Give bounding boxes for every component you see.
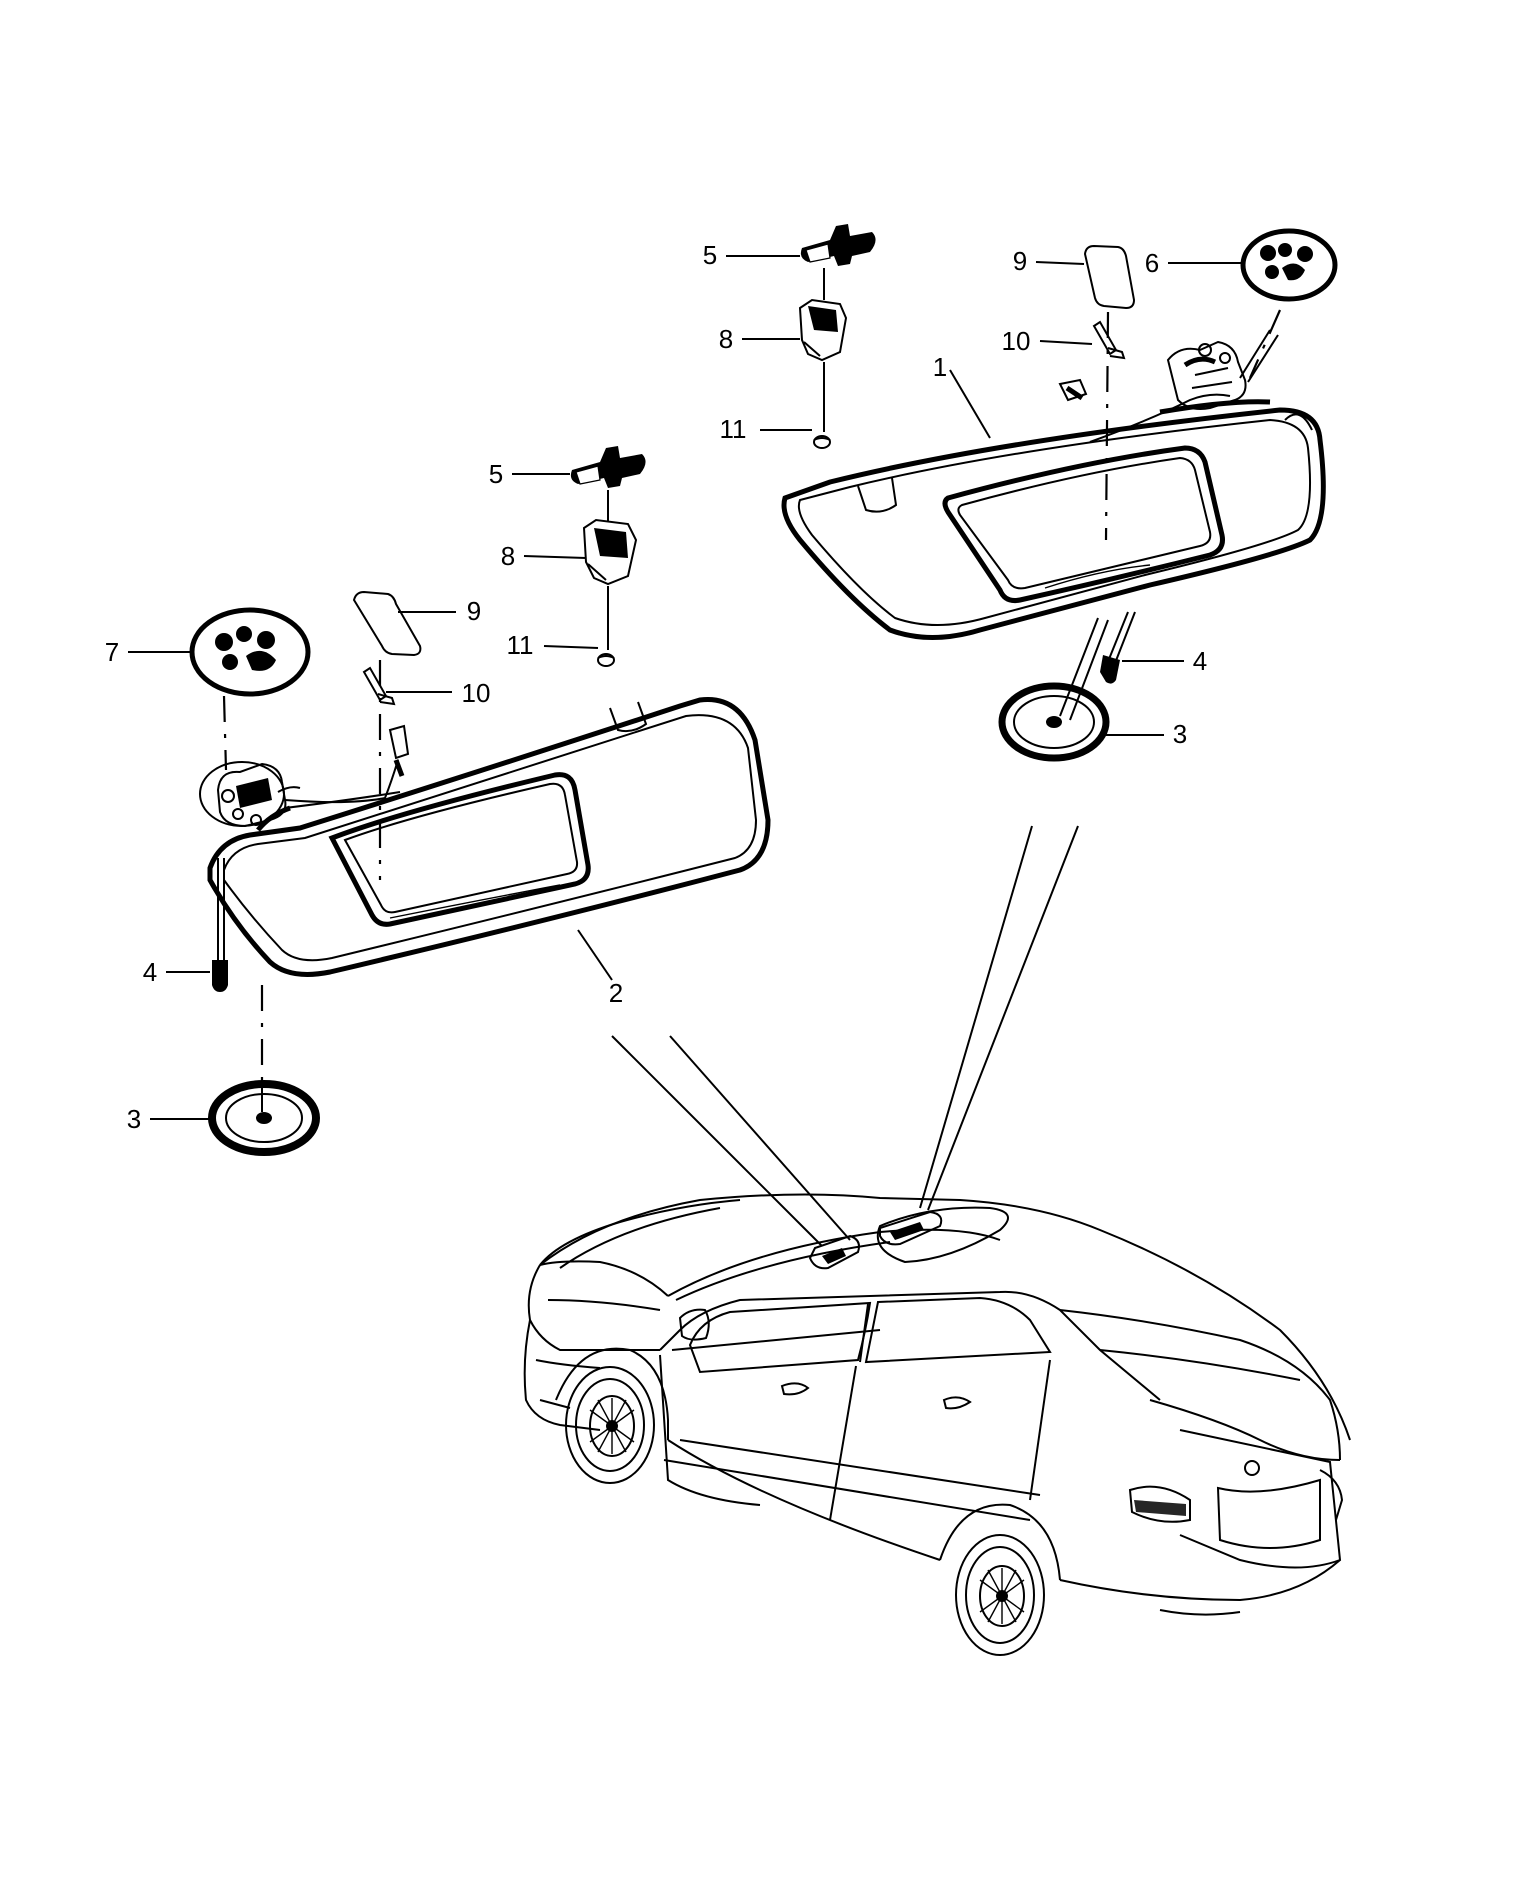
callout-lh-bulb: 10: [462, 678, 491, 708]
lh-pivot-bracket: [199, 761, 301, 828]
callout-lh-bracket-cover: 7: [105, 637, 119, 667]
callout-rh-screw: 4: [1193, 646, 1207, 676]
callout-lh-bracket-clip: 5: [489, 459, 503, 489]
callout-rh-retainer: 3: [1173, 719, 1187, 749]
lh-sun-visor: [207, 697, 771, 977]
rh-visor-assembly: [781, 224, 1338, 762]
callout-rh-support: 8: [719, 324, 733, 354]
lh-bracket-cover: [189, 607, 311, 771]
rh-bracket-cover: [1240, 228, 1338, 379]
callout-lh-screw: 4: [143, 957, 157, 987]
rh-sun-visor: [781, 378, 1326, 640]
rh-retainer: [998, 617, 1110, 762]
lh-retainer: [208, 1080, 320, 1156]
callout-rh-lamp-lens: 9: [1013, 246, 1027, 276]
lh-lamp-lens: [352, 590, 422, 657]
rh-visor-support: [798, 298, 848, 362]
lh-bracket-clip: [570, 446, 646, 488]
rh-screw: [1100, 611, 1136, 684]
callout-rh-bracket-clip: 5: [703, 240, 717, 270]
lh-visor-assembly: [189, 446, 771, 1156]
lh-pin: [597, 653, 615, 667]
callout-rh-pin: 11: [720, 414, 747, 444]
rh-lamp-bulb: [1092, 320, 1126, 360]
callout-rh-bracket-cover: 6: [1145, 248, 1159, 278]
vehicle-outline: [523, 825, 1351, 1656]
rh-pivot-bracket: [1166, 329, 1279, 410]
lh-screw: [212, 858, 228, 992]
lh-visor-support: [582, 518, 638, 586]
callout-lh-lamp-lens: 9: [467, 596, 481, 626]
lh-lamp-bulb: [362, 666, 396, 706]
rh-lamp-lens: [1083, 244, 1136, 310]
callouts: 1 5 8 11 9 10 6 4 3 5 8 11 9 10 7 2: [105, 240, 1242, 1134]
callout-lh-visor: 2: [609, 978, 623, 1008]
rh-bracket-clip: [800, 224, 876, 266]
callout-lh-pin: 11: [507, 630, 534, 660]
rh-pin: [813, 435, 831, 449]
callout-lh-retainer: 3: [127, 1104, 141, 1134]
callout-lh-support: 8: [501, 541, 515, 571]
callout-rh-visor: 1: [933, 352, 947, 382]
callout-rh-bulb: 10: [1002, 326, 1031, 356]
